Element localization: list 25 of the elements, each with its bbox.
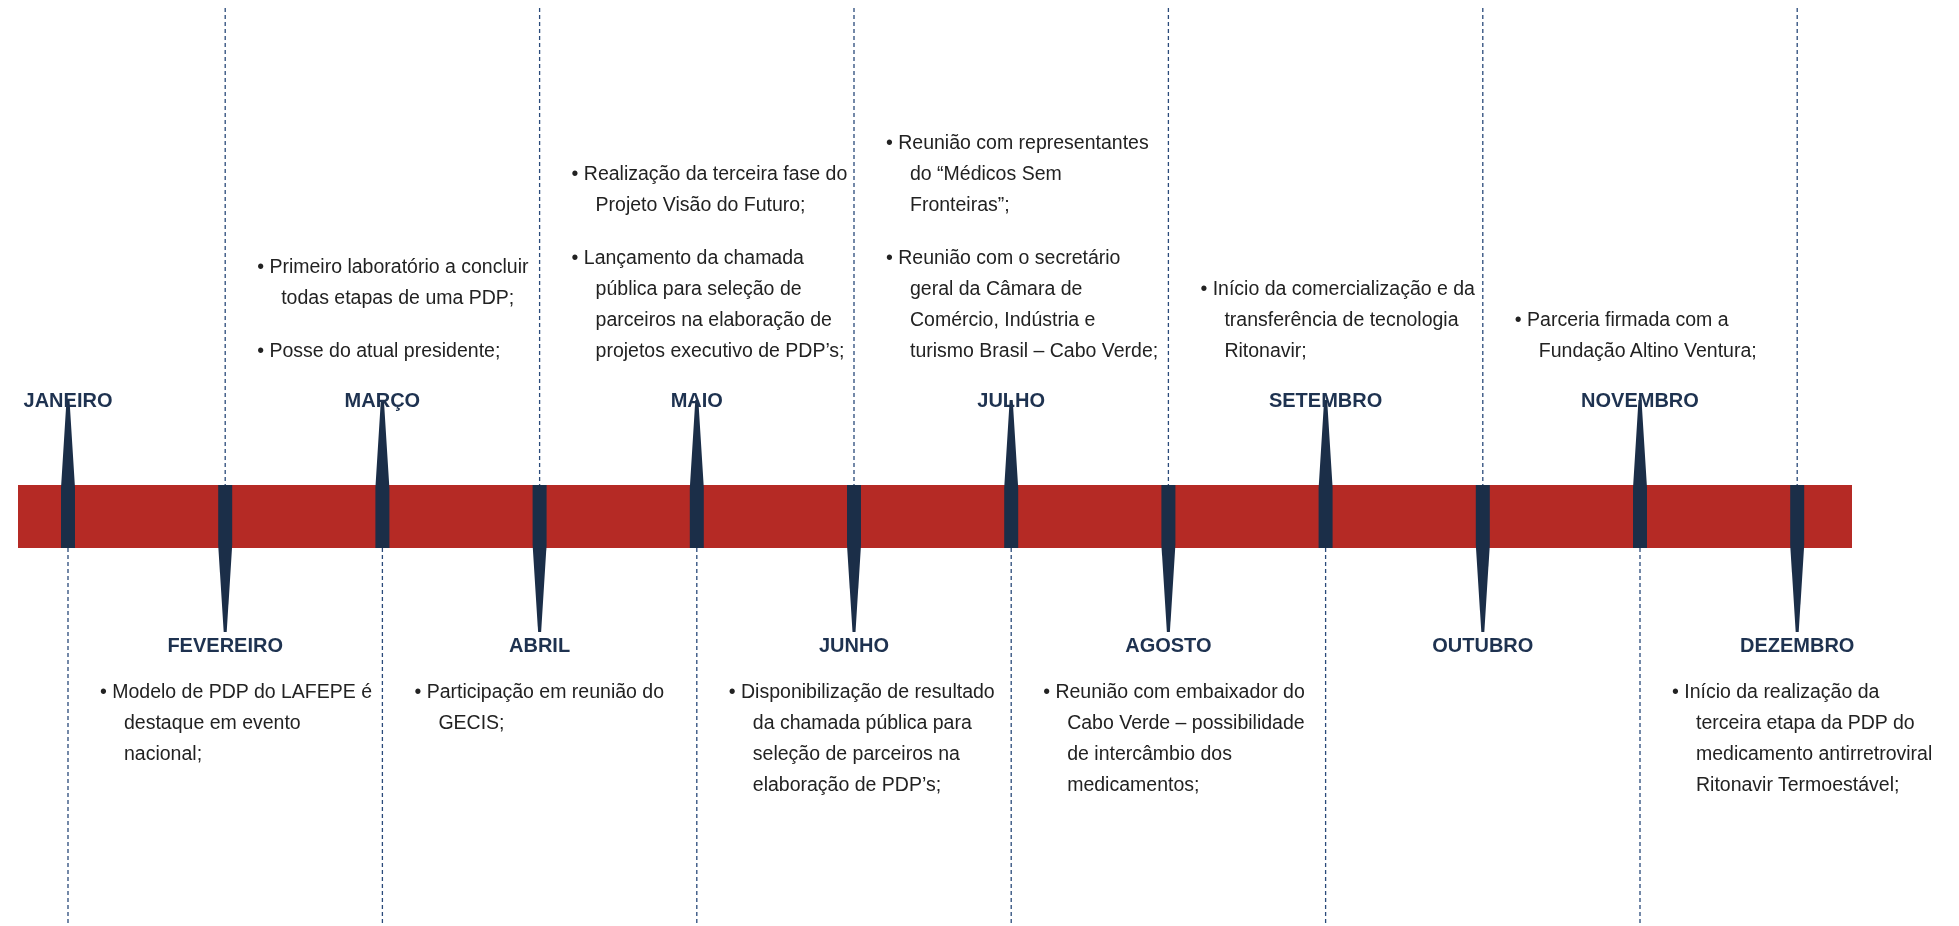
event-text: • Parceria firmada com a Fundação Altino Ventura;: [1514, 307, 1758, 363]
event-text: • Reunião com o secretário geral da Câmara de Comércio, Indústria e turismo Brasil – Cabo Verde;: [886, 245, 1160, 363]
event-text: • Posse do atual presidente;: [257, 338, 502, 363]
month-label: SETEMBRO: [1268, 389, 1383, 412]
month-label: DEZEMBRO: [1739, 634, 1855, 657]
event-text: • Disponibilização de resultado da chamada pública para seleção de parceiros na elaboração de PDP’s;: [728, 679, 996, 797]
month-label: ABRIL: [509, 634, 571, 657]
month-label: FEVEREIRO: [167, 634, 283, 657]
event-text: • Início da comercialização e da transferência de tecnologia Ritonavir;: [1200, 276, 1476, 363]
month-label: MAIO: [670, 389, 723, 412]
event-text: • Início da realização da terceira etapa da PDP do medicamento antirretroviral Ritonavir Termoestável;: [1672, 679, 1934, 797]
month-label: AGOSTO: [1125, 634, 1212, 657]
event-text: • Realização da terceira fase do Projeto Visão do Futuro;: [571, 161, 848, 217]
month-label: NOVEMBRO: [1581, 389, 1699, 412]
month-label: MARÇO: [344, 389, 421, 412]
event-text: • Reunião com embaixador do Cabo Verde – possibilidade de intercâmbio dos medicamentos;: [1043, 679, 1306, 797]
event-text: • Primeiro laboratório a concluir todas etapas de uma PDP;: [257, 254, 530, 310]
month-label: JULHO: [977, 389, 1046, 412]
month-label: JANEIRO: [23, 389, 113, 412]
event-text: • Participação em reunião do GECIS;: [414, 679, 666, 735]
month-label: JUNHO: [819, 634, 889, 657]
month-label: OUTUBRO: [1432, 634, 1534, 657]
event-text: • Modelo de PDP do LAFEPE é destaque em evento nacional;: [100, 679, 374, 766]
event-text: • Lançamento da chamada pública para seleção de parceiros na elaboração de projetos executivo de PDP’s;: [571, 245, 846, 363]
event-text: • Reunião com representantes do “Médicos Sem Fronteiras”;: [886, 130, 1150, 217]
